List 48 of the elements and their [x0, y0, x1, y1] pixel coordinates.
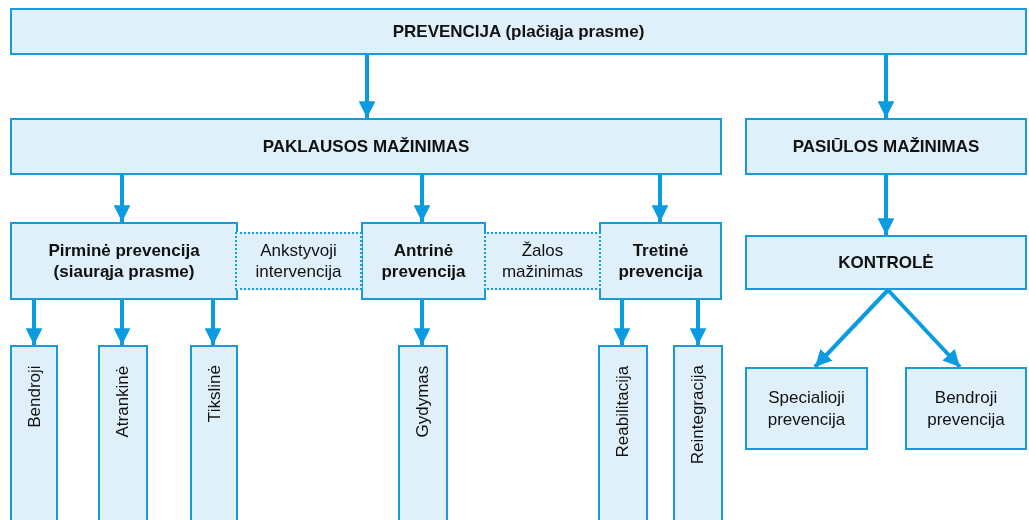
process-box — [745, 367, 868, 450]
node-label: PAKLAUSOS MAŽINIMAS — [262, 135, 470, 158]
arrow — [613, 300, 631, 345]
arrow — [113, 300, 131, 345]
arrow — [113, 175, 131, 222]
arrow — [813, 288, 890, 369]
process-box — [599, 222, 722, 300]
vertical-box — [598, 345, 648, 520]
arrow — [358, 55, 376, 118]
node-label: PASIŪLOS MAŽINIMAS — [792, 135, 980, 158]
arrow — [877, 175, 895, 235]
vertical-box — [398, 345, 448, 520]
node-label: Ankstyvoji intervencija — [254, 239, 343, 283]
node-label: Žalos mažinimas — [500, 239, 585, 283]
process-box — [361, 222, 486, 300]
node-label: Bendroji prevencija — [926, 387, 1006, 430]
node-label: Bendroji — [23, 364, 45, 428]
node-label: Tretinė prevencija — [617, 239, 704, 283]
node-label: Reabilitacija — [612, 365, 634, 457]
node-label: Atrankinė — [112, 365, 134, 438]
node-label: Reintegracija — [687, 365, 709, 465]
dotted-box — [235, 232, 362, 290]
arrow — [651, 175, 669, 222]
node-label: Gydymas — [412, 365, 434, 437]
arrow — [25, 300, 43, 345]
process-box — [10, 118, 722, 175]
vertical-box — [673, 345, 723, 520]
process-box — [10, 8, 1027, 55]
process-box — [905, 367, 1027, 450]
arrow — [413, 175, 431, 222]
process-box — [10, 222, 238, 300]
process-box — [745, 235, 1027, 290]
node-label: Pirminė prevencija (siaurąja prasme) — [47, 239, 201, 283]
arrow — [689, 300, 707, 345]
vertical-box — [10, 345, 58, 520]
node-label: Specialioji prevencija — [766, 387, 847, 430]
vertical-box — [98, 345, 148, 520]
vertical-box — [190, 345, 238, 520]
node-label: Tikslinė — [203, 365, 225, 423]
process-box — [745, 118, 1027, 175]
arrow — [886, 288, 962, 369]
node-label: Antrinė prevencija — [380, 239, 467, 283]
node-label: PREVENCIJA (plačiąja prasme) — [392, 20, 645, 43]
dotted-box — [484, 232, 601, 290]
arrow — [877, 55, 895, 118]
arrow — [413, 300, 431, 345]
arrow — [204, 300, 222, 345]
node-label: KONTROLĖ — [838, 251, 934, 274]
